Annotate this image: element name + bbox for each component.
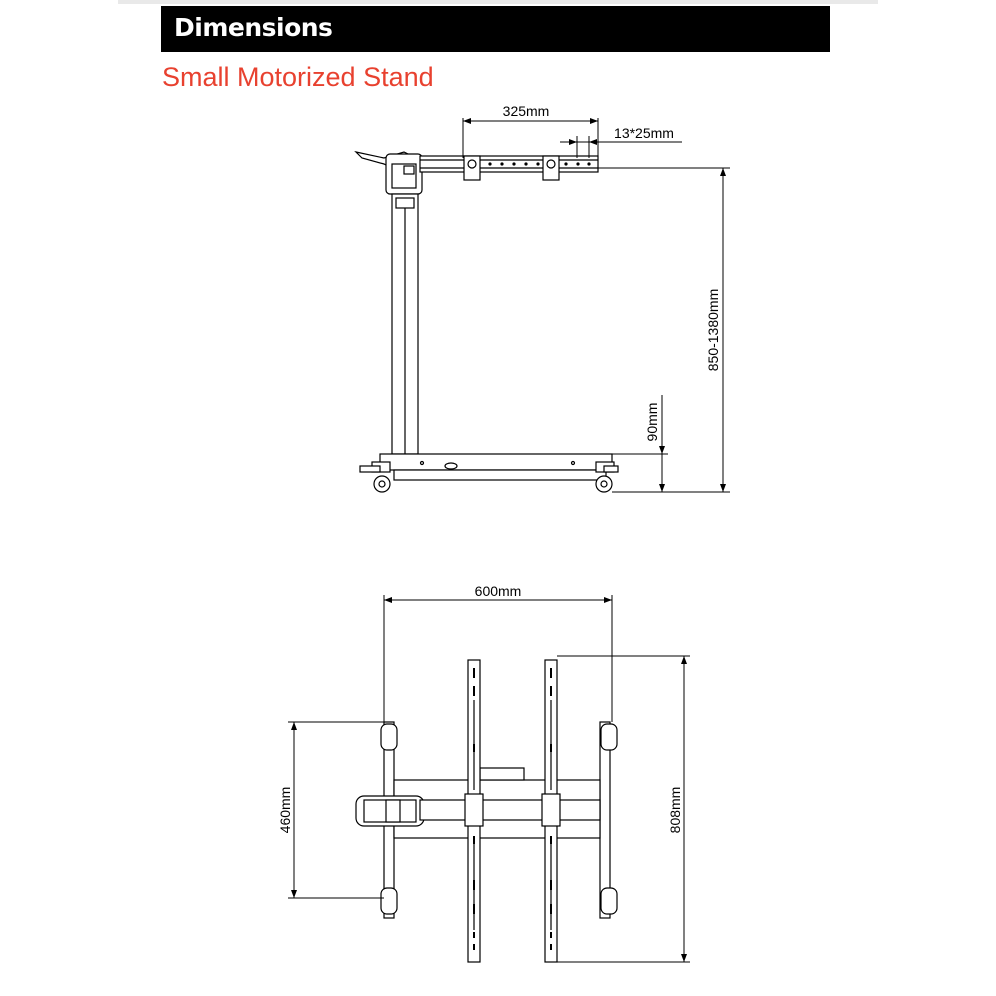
dim-height-label: 850-1380mm — [705, 289, 721, 372]
dim-holes-label: 13*25mm — [614, 125, 674, 141]
dim-base-label: 90mm — [644, 403, 660, 442]
side-view-dimension-lines — [462, 118, 730, 493]
dim-600-label: 600mm — [475, 583, 522, 599]
side-view-arrowheads — [463, 118, 726, 492]
top-view-drawing — [355, 659, 618, 963]
top-rule — [118, 0, 878, 4]
dim-808-label: 808mm — [667, 787, 683, 834]
top-view-dimension-lines — [288, 595, 690, 963]
header-title: Dimensions — [174, 13, 333, 42]
header-bar: Dimensions — [161, 6, 830, 52]
top-view-arrowheads — [291, 597, 687, 962]
dim-460-label: 460mm — [277, 787, 293, 834]
product-title: Small Motorized Stand — [162, 62, 434, 92]
dim-width-325-label: 325mm — [503, 103, 550, 119]
top-view-slots — [473, 668, 552, 950]
side-view-drawing — [354, 150, 619, 493]
